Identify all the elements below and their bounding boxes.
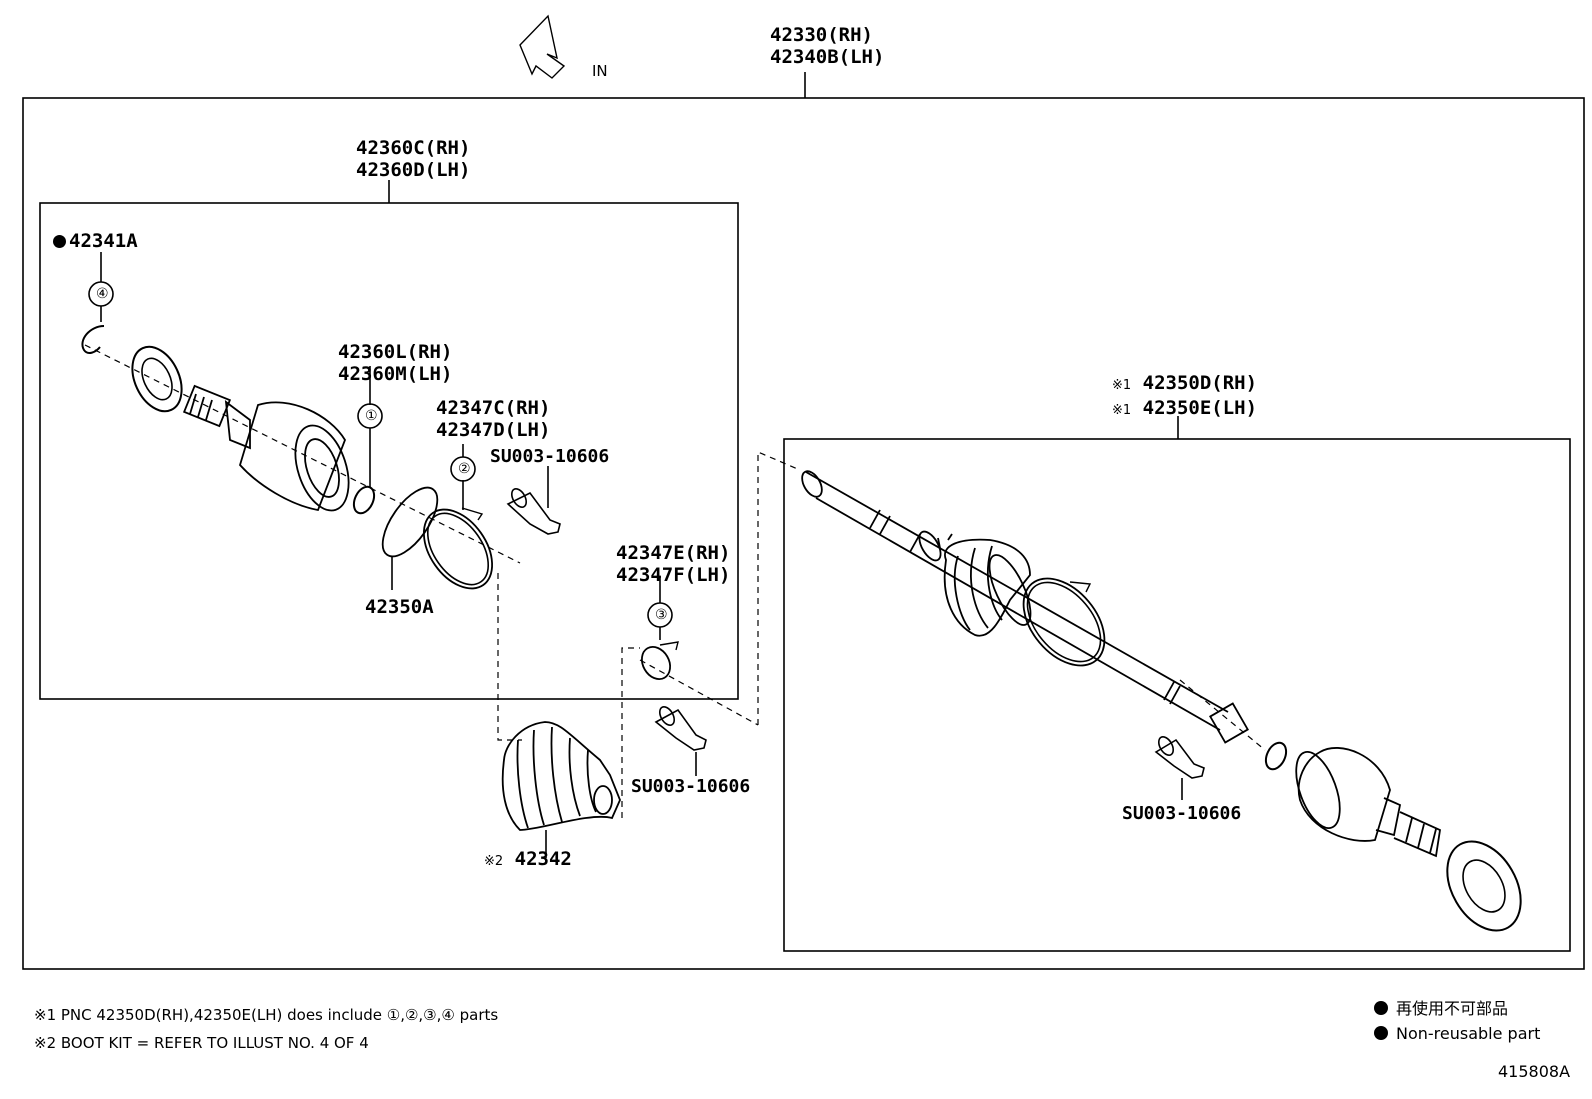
label-boot-kit: ※2 42342 <box>484 848 572 873</box>
snap-ring-42360L <box>352 485 376 515</box>
label-outer-joint-rh: 42350D(RH) <box>1142 372 1258 394</box>
boot-clamp-42347C <box>422 508 494 590</box>
label-42341A-code: 42341A <box>69 230 138 252</box>
outer-joint-frame <box>783 438 1571 952</box>
inner-joint-housing <box>182 384 350 512</box>
label-inner-joint: 42360C(RH) 42360D(LH) <box>356 137 470 181</box>
label-assembly: 42330(RH) 42340B(LH) <box>770 24 884 68</box>
label-outer-joint-mark-lh: ※1 <box>1112 403 1132 418</box>
label-boot-clamp-small-rh: 42347E(RH) <box>616 542 731 564</box>
circle-number-2-text: ② <box>458 461 471 477</box>
label-snap-ring: 42360L(RH) 42360M(LH) <box>338 341 452 385</box>
label-outer-joint-lh: 42350E(LH) <box>1142 397 1258 419</box>
illust-number: 415808A <box>1498 1062 1571 1081</box>
label-boot-clamp-large-lh: 42347D(LH) <box>436 419 551 441</box>
circlip-42341A <box>81 325 105 354</box>
outer-boot-on-shaft <box>937 533 1032 637</box>
circle-number-1 <box>357 403 383 429</box>
dust-seal-right <box>1446 840 1522 932</box>
label-inner-joint-rh: 42360C(RH) <box>356 137 471 159</box>
boot-clamp-42347E <box>640 646 672 680</box>
in-direction-arrow-icon <box>519 14 566 79</box>
outer-joint <box>1295 747 1441 858</box>
grease-tube-top <box>506 488 561 535</box>
label-assembly-lh: 42340B(LH) <box>770 46 885 68</box>
circle-number-2 <box>450 456 476 482</box>
shaft-clamp-ring <box>1022 577 1106 667</box>
label-grease-tube-middle: SU003-10606 <box>631 776 751 797</box>
dust-seal-left <box>131 345 183 413</box>
label-boot-clamp-small-lh: 42347F(LH) <box>616 564 731 586</box>
circle-number-3 <box>647 602 673 628</box>
legend-dot-icon-en <box>1374 1026 1388 1040</box>
grease-tube-middle <box>654 706 707 751</box>
legend-jp: 再使用不可部品 <box>1374 1000 1508 1018</box>
snap-ring-right <box>1264 741 1288 771</box>
circle-number-3-text: ③ <box>655 607 668 623</box>
boot-kit-42342 <box>501 721 621 831</box>
label-boot-clamp-large-rh: 42347C(RH) <box>436 397 551 419</box>
circle-number-4-text: ④ <box>96 286 109 302</box>
label-boot-clamp-large: 42347C(RH) 42347D(LH) <box>436 397 550 441</box>
circle-number-4 <box>88 281 114 307</box>
legend-en: Non-reusable part <box>1374 1025 1540 1043</box>
legend-dot-icon-jp <box>1374 1001 1388 1015</box>
ring-42350A <box>381 486 439 558</box>
grease-tube-right <box>1154 736 1205 779</box>
legend-jp-text: 再使用不可部品 <box>1396 999 1509 1018</box>
non-reusable-dot-icon <box>53 235 66 248</box>
label-snap-ring-rh: 42360L(RH) <box>338 341 453 363</box>
legend-en-text: Non-reusable part <box>1396 1024 1541 1043</box>
inner-joint-frame <box>39 202 739 700</box>
label-42350A: 42350A <box>365 596 434 618</box>
label-boot-kit-mark: ※2 <box>484 854 504 869</box>
label-snap-ring-lh: 42360M(LH) <box>338 363 453 385</box>
footnote-2: ※2 BOOT KIT = REFER TO ILLUST NO. 4 OF 4 <box>34 1034 369 1052</box>
circle-number-1-text: ① <box>365 408 378 424</box>
label-42341A: 42341A <box>53 230 138 252</box>
label-assembly-rh: 42330(RH) <box>770 24 873 46</box>
drive-shaft <box>801 470 1249 744</box>
assembly-frame <box>22 97 1585 970</box>
footnote-1: ※1 PNC 42350D(RH),42350E(LH) does includ… <box>34 1006 499 1024</box>
label-boot-clamp-small: 42347E(RH) 42347F(LH) <box>616 542 730 586</box>
label-grease-tube-right: SU003-10606 <box>1122 803 1242 824</box>
label-outer-joint: ※1 42350D(RH) ※1 42350E(LH) <box>1112 372 1257 422</box>
label-grease-tube-top: SU003-10606 <box>490 446 610 467</box>
label-outer-joint-mark-rh: ※1 <box>1112 378 1132 393</box>
label-inner-joint-lh: 42360D(LH) <box>356 159 471 181</box>
label-boot-kit-code: 42342 <box>514 848 572 870</box>
direction-label: IN <box>592 62 608 80</box>
